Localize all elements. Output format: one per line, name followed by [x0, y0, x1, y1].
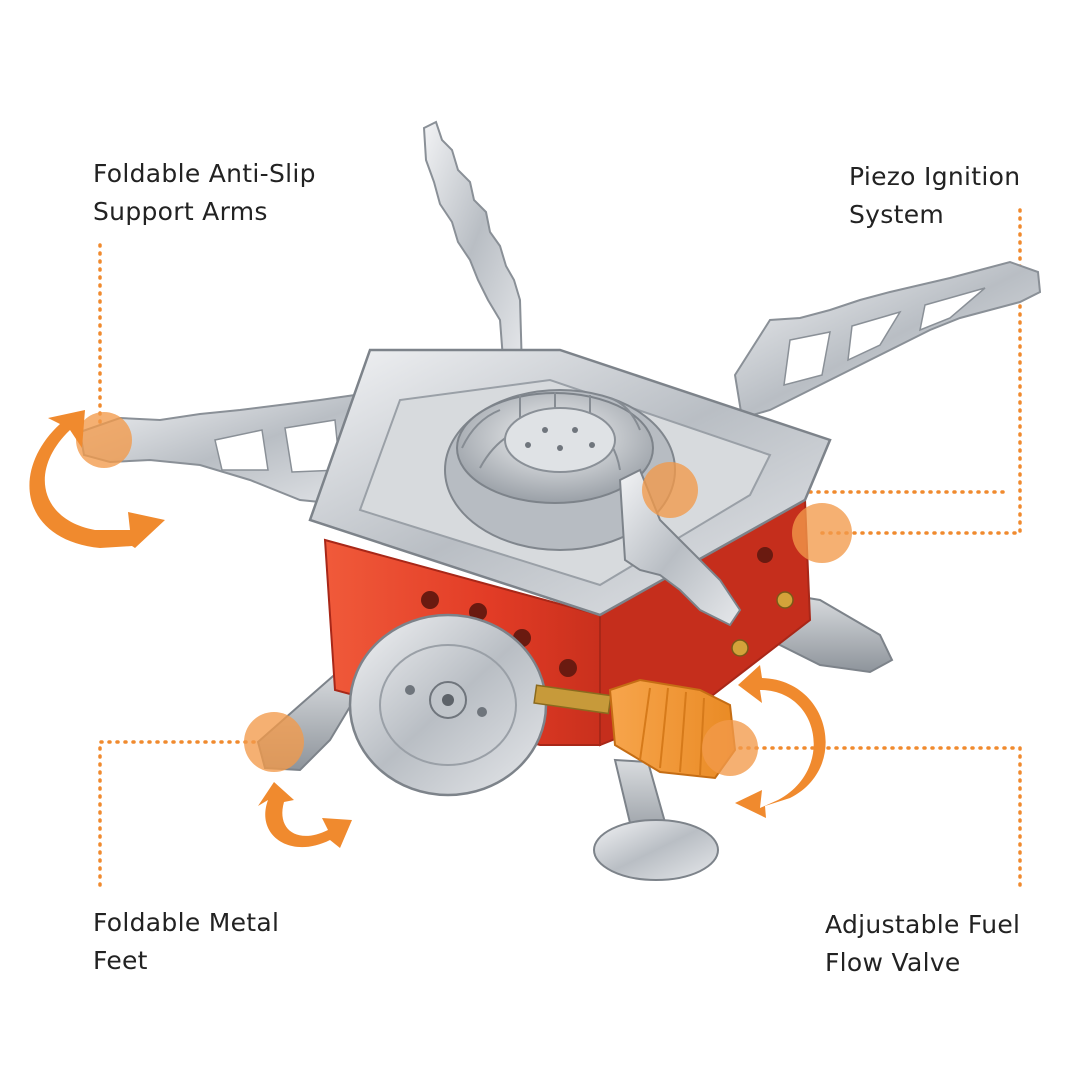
- marker-feet: [244, 712, 304, 772]
- body-rivets: [731, 591, 794, 657]
- callout-valve-line2: Flow Valve: [825, 948, 961, 977]
- callout-valve: Adjustable Fuel Flow Valve: [825, 906, 1020, 982]
- leader-line-ignition: [820, 208, 1022, 535]
- callout-valve-line1: Adjustable Fuel: [825, 910, 1021, 939]
- rotate-arrow-icon: [258, 782, 352, 848]
- callout-feet-line2: Feet: [93, 946, 148, 975]
- callout-feet-line1: Foldable Metal: [93, 908, 280, 937]
- callout-support-arms-line1: Foldable Anti-Slip: [93, 159, 316, 188]
- marker-valve: [702, 720, 758, 776]
- support-arm-top: [422, 120, 524, 374]
- support-arm-right: [733, 260, 1042, 420]
- callout-ignition-line2: System: [849, 200, 945, 229]
- marker-ignition-2: [792, 503, 852, 563]
- callout-support-arms: Foldable Anti-Slip Support Arms: [93, 155, 316, 231]
- rotate-arrow-icon: [29, 410, 165, 548]
- valve-stem: [533, 684, 612, 715]
- foot-pad: [593, 819, 719, 881]
- callout-feet: Foldable Metal Feet: [93, 904, 279, 980]
- leader-line-feet: [98, 740, 270, 887]
- callout-ignition-line1: Piezo Ignition: [849, 162, 1021, 191]
- callout-support-arms-line2: Support Arms: [93, 197, 268, 226]
- rotate-arrow-icon: [735, 665, 826, 818]
- burner-head: [504, 407, 616, 473]
- leader-lines: [98, 208, 1022, 887]
- callout-ignition: Piezo Ignition System: [849, 158, 1020, 234]
- callout-markers: [76, 412, 852, 776]
- marker-arms: [76, 412, 132, 468]
- marker-ignition-1: [642, 462, 698, 518]
- leader-line-valve: [738, 746, 1022, 887]
